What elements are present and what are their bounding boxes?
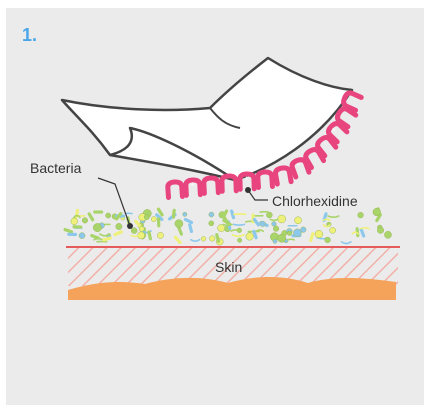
bacterium xyxy=(157,217,160,227)
bacterium xyxy=(79,233,85,239)
chlorhexidine-molecule xyxy=(204,178,219,194)
bacterium xyxy=(209,236,215,242)
bacterium xyxy=(266,212,272,218)
bacterium xyxy=(151,217,156,222)
chlorhexidine-molecule xyxy=(275,167,291,184)
bacterium xyxy=(113,230,123,237)
bacterium xyxy=(191,240,200,241)
bacterium xyxy=(359,227,366,237)
chlorhexidine-molecule: + xyxy=(240,174,255,189)
bacteria-leader-dot xyxy=(127,223,133,229)
bacterium xyxy=(93,210,103,213)
bacterium xyxy=(373,208,381,216)
bacterium xyxy=(270,219,277,220)
bacterium xyxy=(116,223,122,229)
bacterium xyxy=(358,212,364,218)
bacterium xyxy=(330,227,336,233)
bacterium xyxy=(232,235,244,237)
bacterium xyxy=(260,221,266,227)
bacterium xyxy=(323,219,330,220)
bacterium xyxy=(139,226,144,231)
bacterium xyxy=(72,225,82,229)
bacteria-label: Bacteria xyxy=(30,160,82,176)
bacterium xyxy=(173,235,182,245)
bacterium xyxy=(342,242,351,244)
bacterium xyxy=(183,212,187,216)
bacterium xyxy=(384,231,391,238)
chlorhexidine-leader-dot xyxy=(245,187,251,193)
svg-text:+: + xyxy=(244,175,249,182)
bacterium xyxy=(218,224,225,231)
bacterium xyxy=(144,214,149,219)
chlorhexidine-label: Chlorhexidine xyxy=(272,193,358,209)
skin-label: Skin xyxy=(215,259,242,275)
bacterium xyxy=(183,217,193,224)
bacterium xyxy=(237,238,241,242)
bacterium xyxy=(106,213,111,218)
bacterium xyxy=(172,209,176,219)
bacterium xyxy=(256,230,263,231)
bacterium xyxy=(131,228,137,234)
bacterium xyxy=(87,212,95,222)
bacterium xyxy=(246,233,254,241)
bacterium xyxy=(294,217,301,224)
bacterium xyxy=(82,218,88,224)
bacterium xyxy=(361,228,369,229)
bacterium xyxy=(209,221,214,226)
bacterium xyxy=(188,223,194,233)
svg-text:+: + xyxy=(190,181,195,188)
bacterium xyxy=(231,230,240,231)
bacterium xyxy=(175,220,183,228)
chlorhexidine-molecule: + xyxy=(186,180,201,196)
bacterium xyxy=(325,237,331,243)
bacterium xyxy=(315,230,323,238)
chlorhexidine-molecule xyxy=(167,182,182,198)
bacterium xyxy=(293,229,301,237)
chlorhexidine-molecule xyxy=(257,172,272,188)
bacterium xyxy=(93,223,101,231)
bacterium xyxy=(157,232,163,238)
bacterium xyxy=(201,236,206,241)
bacterium xyxy=(215,233,221,243)
chlorhexidine-molecule xyxy=(342,91,361,110)
bacterium xyxy=(278,215,286,223)
bacterium xyxy=(377,227,383,233)
bacterium xyxy=(309,232,315,242)
bacterium xyxy=(352,232,358,234)
bacteria-layer xyxy=(63,207,391,245)
bacterium xyxy=(147,230,152,240)
bacterium xyxy=(71,218,78,225)
bacterium xyxy=(278,234,286,242)
chlorhexidine-leader-line xyxy=(248,190,268,200)
bacterium xyxy=(287,231,292,236)
bacterium xyxy=(328,216,339,217)
bacterium xyxy=(273,239,277,243)
bacterium xyxy=(100,234,110,236)
bacterium xyxy=(75,209,80,219)
chlorhexidine-molecule xyxy=(222,176,237,191)
bacterium xyxy=(273,226,279,232)
bacterium xyxy=(131,236,139,237)
bacterium xyxy=(209,212,214,217)
bacterium xyxy=(288,239,294,240)
bacterium xyxy=(234,224,245,225)
bacterium xyxy=(67,233,77,236)
bacterium xyxy=(272,222,277,227)
